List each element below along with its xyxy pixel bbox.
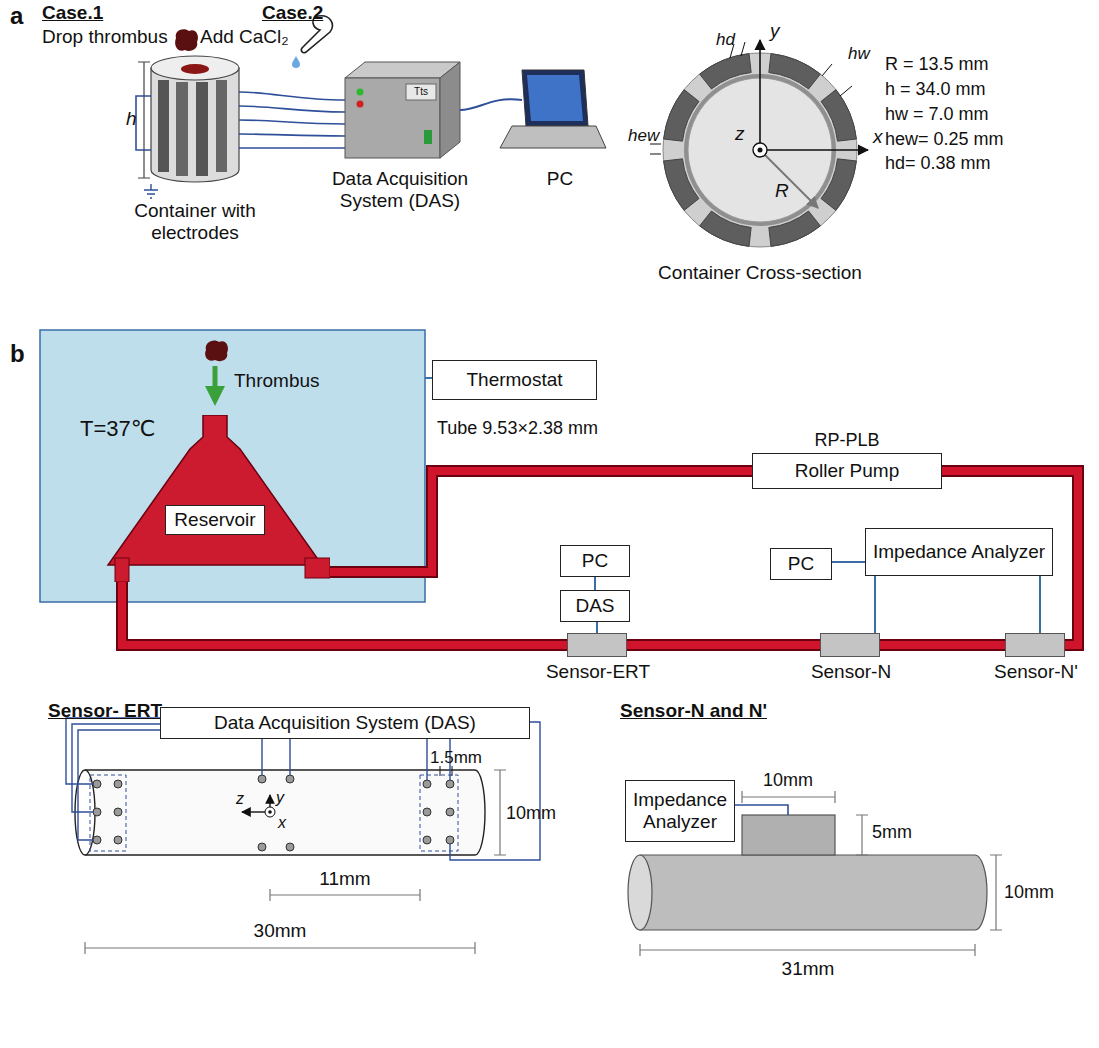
signal-wire: [425, 377, 432, 379]
node-text: Data Acquisition System (DAS): [214, 712, 476, 734]
label: Sensor-N and N': [620, 700, 767, 722]
blood-tube: [330, 471, 752, 572]
reservoir-outline: [100, 415, 330, 582]
node-text: Thermostat: [466, 369, 562, 391]
node-text: DAS: [575, 595, 614, 617]
node-text: Sensor-N': [994, 661, 1078, 683]
label: h = 34.0 mm: [885, 79, 986, 100]
label: 10mm: [1004, 882, 1054, 903]
label: 11mm: [319, 868, 370, 890]
label: x: [278, 814, 286, 832]
label: PC: [547, 168, 573, 190]
node-text: T=37℃: [80, 416, 155, 441]
process-box: PC: [770, 548, 832, 580]
drop-arrow: [213, 366, 218, 400]
cross-section: [650, 40, 868, 247]
drop: [292, 56, 300, 68]
label: hew= 0.25 mm: [885, 129, 1004, 150]
label: Add CaCl₂: [200, 26, 289, 48]
label: Drop thrombus: [42, 26, 168, 48]
label: 31mm: [782, 958, 835, 980]
label: hd= 0.38 mm: [885, 153, 991, 174]
tube-outline: [330, 471, 752, 572]
label: Data Acquisition System (DAS): [310, 168, 490, 212]
label: Thrombus: [234, 370, 320, 392]
container-illustration: [136, 56, 345, 198]
node-text: Impedance Analyzer: [873, 541, 1045, 563]
node-text: Sensor-ERT: [546, 661, 650, 683]
label: 5mm: [872, 822, 912, 843]
signal-wire: [596, 622, 598, 633]
label: hew: [628, 126, 659, 146]
node-text: Reservoir: [165, 505, 264, 535]
node-text: Sensor-N: [811, 661, 891, 683]
sensor-block: Sensor-N': [1005, 633, 1065, 657]
node-text: Impedance Analyzer: [626, 789, 734, 833]
thermostat-bath: T=37℃ Reservoir: [40, 330, 425, 602]
label: Container Cross-section: [658, 262, 862, 284]
sensor-block: Sensor-N: [820, 633, 880, 657]
label: Case.2: [262, 2, 323, 24]
bath-fill: [40, 330, 425, 602]
blood-tube: [880, 641, 1005, 649]
ert-sensor-drawing: [66, 718, 540, 954]
tube-outline: [627, 639, 820, 651]
process-box: PC: [560, 545, 630, 577]
laptop-icon: [500, 70, 606, 148]
das-illustration: [345, 62, 522, 158]
tube-outline: [122, 582, 567, 645]
label: x: [873, 126, 883, 148]
process-box: Impedance Analyzer: [625, 780, 735, 842]
label: b: [10, 340, 25, 368]
label: hd: [716, 30, 735, 50]
signal-wire: [832, 561, 865, 563]
blood-tube: [627, 641, 820, 649]
label: 30mm: [254, 920, 307, 942]
label: a: [10, 2, 23, 30]
label: hw = 7.0 mm: [885, 104, 989, 125]
label: R: [775, 180, 789, 202]
label: 1.5mm: [430, 748, 482, 768]
label: Tube 9.53×2.38 mm: [437, 418, 598, 439]
reservoir-shape: Reservoir: [100, 415, 330, 582]
process-box: DAS: [560, 590, 630, 622]
label: RP-PLB: [814, 430, 879, 451]
label: y: [276, 789, 284, 807]
label: 10mm: [506, 803, 556, 824]
tube-outline: [880, 639, 1005, 651]
label: Sensor- ERT: [48, 700, 162, 722]
label: R = 13.5 mm: [885, 54, 989, 75]
label: Container with electrodes: [120, 200, 270, 244]
node-text: PC: [582, 550, 608, 572]
node-text: Roller Pump: [795, 460, 900, 482]
label: z: [735, 123, 745, 145]
label: y: [770, 20, 780, 42]
label: Tts: [414, 86, 428, 98]
process-box: Thermostat: [432, 360, 597, 400]
process-box: Impedance Analyzer: [865, 528, 1053, 576]
blood-tube: [122, 582, 567, 645]
signal-wire: [1039, 576, 1041, 633]
node-text: PC: [788, 553, 814, 575]
signal-wire: [874, 576, 876, 633]
label: z: [236, 790, 244, 808]
sensor-block: Sensor-ERT: [567, 633, 627, 657]
region-background: [40, 330, 425, 602]
thrombus-blob: [205, 340, 228, 361]
label: hw: [848, 44, 870, 64]
label: 10mm: [763, 770, 813, 791]
process-box: Roller Pump: [752, 453, 942, 489]
process-box: Data Acquisition System (DAS): [160, 707, 530, 739]
label: Case.1: [42, 2, 103, 24]
label: h: [126, 108, 137, 130]
thrombus-blob: [175, 29, 198, 51]
signal-wire: [594, 577, 596, 590]
